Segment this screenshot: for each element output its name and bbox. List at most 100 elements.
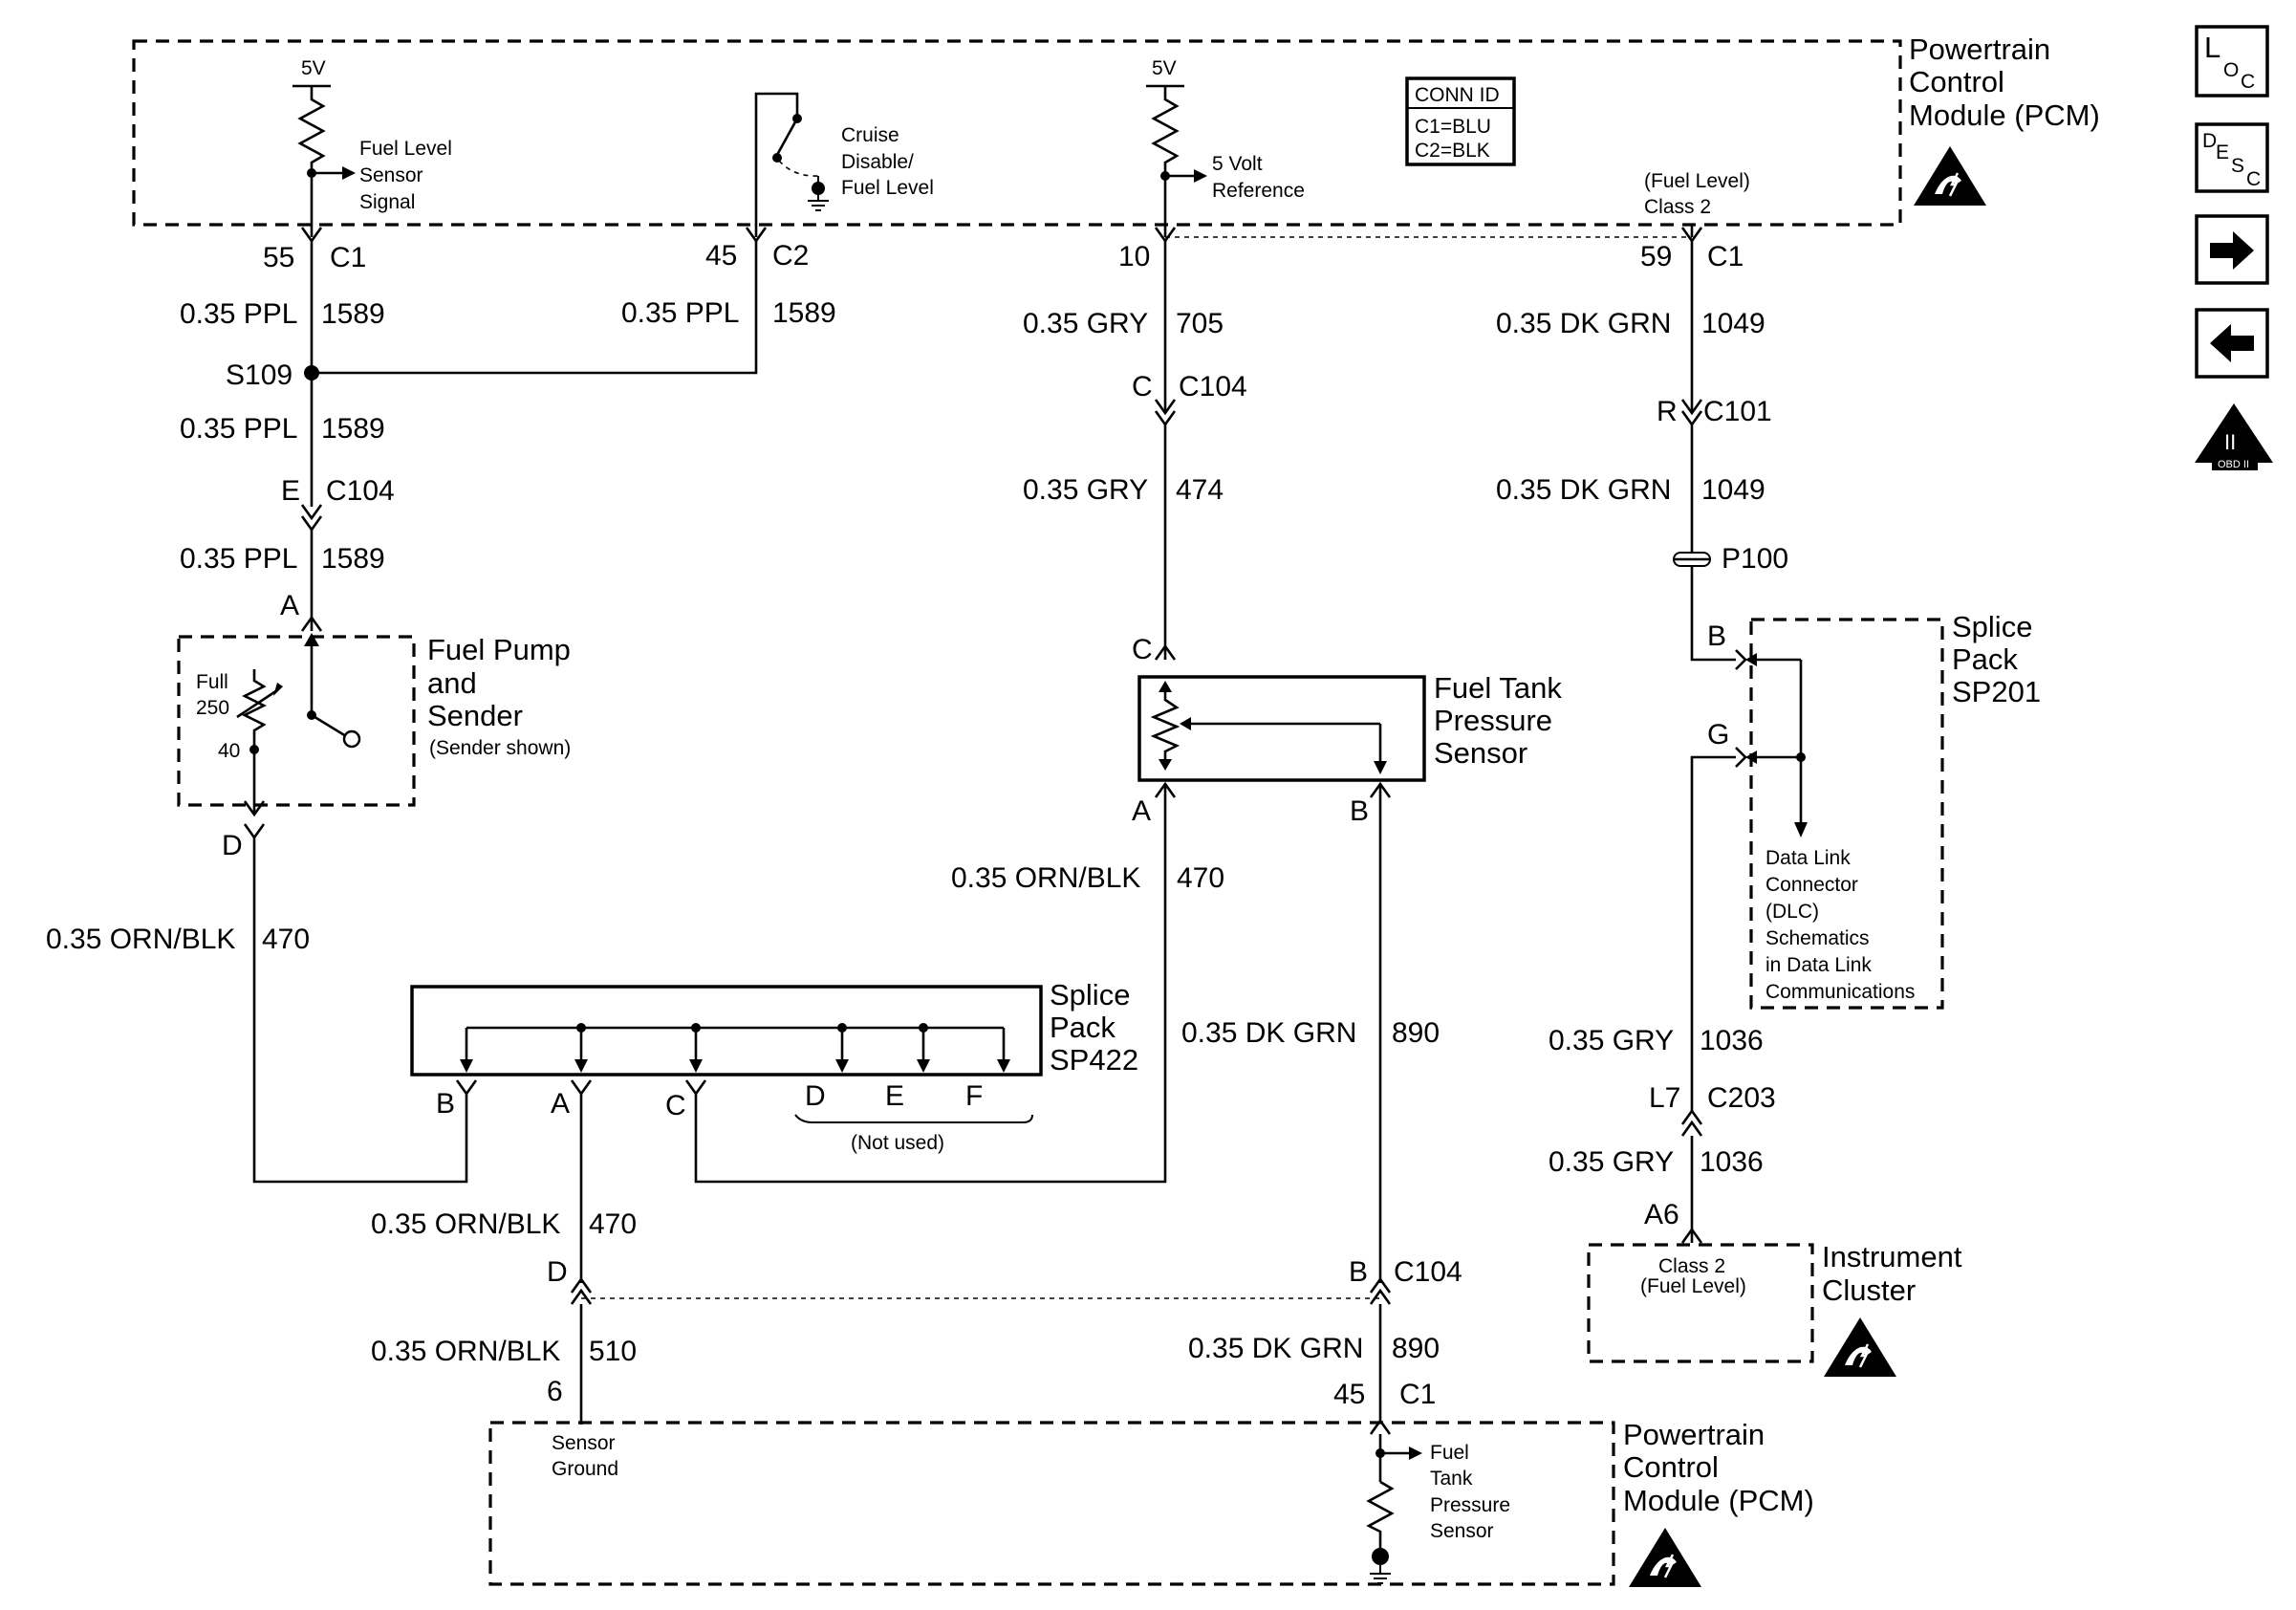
sp201-title-2: Pack bbox=[1952, 642, 2018, 676]
pin-b-sensor: B bbox=[1350, 795, 1369, 827]
wire1-gauge: 0.35 PPL bbox=[180, 298, 297, 330]
wire3-gauge: 0.35 PPL bbox=[180, 413, 297, 445]
sensor-ground-2: Ground bbox=[552, 1458, 618, 1480]
wire2-num: 1589 bbox=[772, 297, 836, 329]
fuel-tank-sensor-title-3: Sensor bbox=[1434, 736, 1527, 770]
fuel-level-class2-2: Class 2 bbox=[1644, 196, 1711, 218]
fuel-level-class2-1: (Fuel Level) bbox=[1644, 170, 1750, 192]
svg-text:C: C bbox=[2241, 71, 2255, 93]
dlc-4: Schematics bbox=[1765, 927, 1870, 949]
pin-a-pump: A bbox=[280, 590, 299, 621]
pin-d-pump: D bbox=[222, 830, 243, 861]
splice-pack-sp201 bbox=[1749, 618, 1944, 1010]
voltage-5v-ref-label: 5V bbox=[1152, 57, 1177, 79]
conn-id-title: CONN ID bbox=[1415, 84, 1500, 106]
conn-c104-c: C104 bbox=[1394, 1256, 1462, 1288]
pin-d-c104: D bbox=[547, 1256, 568, 1288]
nav-loc-icon[interactable]: L O C bbox=[2195, 25, 2269, 98]
wire3-num: 1589 bbox=[321, 413, 385, 445]
conn-c1-c: C1 bbox=[1399, 1379, 1436, 1410]
sp422-title-3: SP422 bbox=[1050, 1043, 1138, 1077]
sp422-title-1: Splice bbox=[1050, 978, 1130, 1012]
pin-a6: A6 bbox=[1644, 1199, 1679, 1230]
pcm-bottom-title-1: Powertrain bbox=[1623, 1418, 1765, 1451]
arrow-left-icon[interactable] bbox=[2195, 308, 2269, 379]
fuel-tank-sensor-title-1: Fuel Tank bbox=[1434, 671, 1562, 705]
pcm-top-title-1: Powertrain bbox=[1909, 33, 2050, 66]
fuel-pump-sender bbox=[177, 635, 416, 807]
fuel-level-signal-3: Signal bbox=[359, 191, 415, 213]
wire16-gauge: 0.35 DK GRN bbox=[1188, 1333, 1363, 1364]
pcm-bottom-title-2: Control bbox=[1623, 1450, 1719, 1484]
conn-c203: C203 bbox=[1707, 1082, 1776, 1114]
pin-a-sensor: A bbox=[1132, 795, 1151, 827]
pin-b-c104: B bbox=[1349, 1256, 1368, 1288]
sp422-pin-b: B bbox=[436, 1088, 455, 1120]
wire10-num: 470 bbox=[1177, 862, 1224, 894]
wire6-num: 474 bbox=[1176, 474, 1224, 506]
svg-text:D: D bbox=[2202, 130, 2217, 152]
wire4-gauge: 0.35 PPL bbox=[180, 543, 297, 575]
pin-c-104: C bbox=[1132, 371, 1153, 402]
wire2-gauge: 0.35 PPL bbox=[621, 297, 739, 329]
splice-s109 bbox=[304, 365, 319, 381]
svg-text:L: L bbox=[2204, 31, 2220, 64]
wire11-gauge: 0.35 DK GRN bbox=[1181, 1017, 1356, 1049]
fuel-tank-pressure-circuit: 10 0.35 GRY 705 C C104 0.35 GRY 474 C Fu… bbox=[694, 227, 1562, 1283]
pin-c-sensor: C bbox=[1132, 634, 1153, 665]
fuel-tank-pressure-sensor bbox=[1137, 675, 1426, 782]
pin-45-bottom: 45 bbox=[1333, 1379, 1365, 1410]
dlc-2: Connector bbox=[1765, 874, 1858, 896]
cruise-label-3: Fuel Level bbox=[841, 177, 934, 199]
wire15-num: 510 bbox=[589, 1336, 637, 1367]
conn-c1-b: C1 bbox=[1707, 241, 1744, 272]
arrow-right-icon[interactable] bbox=[2195, 214, 2269, 285]
fuel-pump-title-1: Fuel Pump bbox=[427, 633, 571, 666]
sp201-title-3: SP201 bbox=[1952, 675, 2041, 708]
obd-ii-icon[interactable]: II OBD II bbox=[2195, 403, 2273, 470]
ic-fuel-level: (Fuel Level) bbox=[1640, 1275, 1746, 1297]
sp201-title-1: Splice bbox=[1952, 610, 2032, 643]
wire10-gauge: 0.35 ORN/BLK bbox=[951, 862, 1140, 894]
wire14-num: 470 bbox=[589, 1208, 637, 1240]
sensor-ground-1: Sensor bbox=[552, 1432, 616, 1454]
wire1-num: 1589 bbox=[321, 298, 385, 330]
fuel-pump-title-3: Sender bbox=[427, 699, 523, 732]
conn-c1-a: C1 bbox=[330, 242, 366, 273]
wire11-num: 890 bbox=[1392, 1017, 1440, 1049]
esd-warning-icon bbox=[1912, 144, 1988, 207]
wire13-num: 1036 bbox=[1700, 1146, 1764, 1178]
fuel-tank-pressure-4: Sensor bbox=[1430, 1520, 1494, 1542]
pcm-top: Powertrain Control Module (PCM) 5V Fuel … bbox=[132, 33, 2100, 237]
esd-warning-icon bbox=[1627, 1526, 1703, 1589]
fuel-pump-title-2: and bbox=[427, 666, 477, 700]
wire4-num: 1589 bbox=[321, 543, 385, 575]
wire5-gauge: 0.35 GRY bbox=[1023, 308, 1148, 339]
sp201-pin-b: B bbox=[1707, 620, 1726, 652]
wire9-gauge: 0.35 ORN/BLK bbox=[46, 924, 235, 955]
wire16-num: 890 bbox=[1392, 1333, 1440, 1364]
splice-s109-label: S109 bbox=[226, 359, 292, 391]
sp422-title-2: Pack bbox=[1050, 1011, 1116, 1044]
pin-6: 6 bbox=[547, 1376, 563, 1407]
conn-id-c2: C2=BLK bbox=[1415, 140, 1490, 162]
dlc-5: in Data Link bbox=[1765, 954, 1872, 976]
sp201-pin-g: G bbox=[1707, 719, 1729, 751]
svg-text:II: II bbox=[2224, 430, 2236, 454]
wire12-gauge: 0.35 GRY bbox=[1549, 1025, 1674, 1056]
sp422-pin-f: F bbox=[965, 1080, 983, 1112]
fuel-tank-sensor-title-2: Pressure bbox=[1434, 704, 1552, 737]
c104-bottom: D B C104 0.35 ORN/BLK 510 0.35 DK GRN 89… bbox=[371, 1256, 1462, 1425]
pin-45: 45 bbox=[705, 240, 737, 272]
instrument-cluster bbox=[1587, 1243, 1814, 1363]
dlc-6: Communications bbox=[1765, 981, 1915, 1003]
pin-l7: L7 bbox=[1649, 1082, 1680, 1114]
nav-desc-icon[interactable]: D E S C bbox=[2195, 122, 2269, 193]
sp422-not-used: (Not used) bbox=[851, 1132, 944, 1154]
wire15-gauge: 0.35 ORN/BLK bbox=[371, 1336, 560, 1367]
sp422-pin-d: D bbox=[805, 1080, 826, 1112]
fuel-tank-pressure-1: Fuel bbox=[1430, 1442, 1469, 1464]
pcm-top-title-2: Control bbox=[1909, 65, 2004, 98]
wire7-num: 1049 bbox=[1701, 308, 1765, 339]
wire8-num: 1049 bbox=[1701, 474, 1765, 506]
